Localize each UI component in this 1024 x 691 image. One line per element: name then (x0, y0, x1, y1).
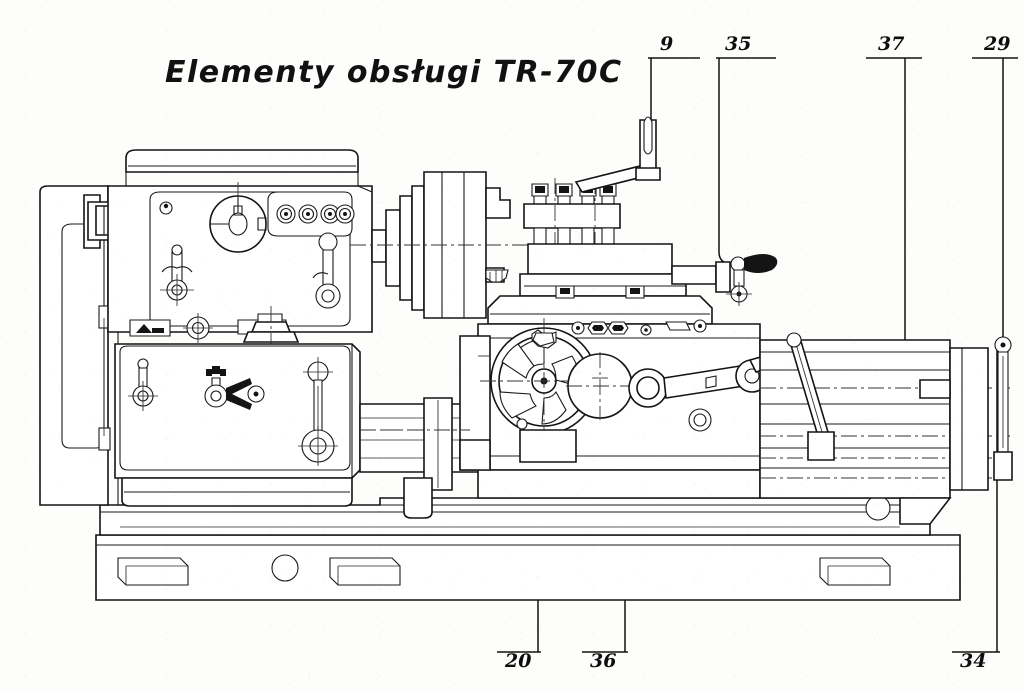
apron-handwheel (480, 318, 608, 463)
knob-3 (320, 204, 340, 224)
apron-assembly (459, 318, 820, 499)
base-cabinet (95, 534, 961, 601)
four-way-tool-post (523, 116, 661, 260)
tool-post-block (523, 203, 621, 229)
bed-detail-lines (380, 355, 490, 471)
callout-37-label: 37 (878, 33, 904, 55)
knob-4 (335, 204, 355, 224)
apron-dial (566, 352, 634, 420)
apron-screw-hex-1 (587, 321, 609, 335)
tailstock-link-rod (786, 332, 835, 461)
headstock-lever-left (160, 244, 194, 306)
speed-dial (209, 182, 267, 253)
tool-post-lever (574, 116, 661, 193)
callout-35-label: 35 (725, 33, 751, 55)
headstock-lever-right (312, 232, 341, 309)
gearbox-lever-2 (204, 366, 265, 410)
tailstock-end-plate (949, 347, 989, 491)
chuck-jaw-upper (485, 187, 511, 219)
headstock-body (107, 149, 373, 350)
callout-20-label: 20 (504, 650, 531, 672)
page-title: Elementy obsługi TR-70C (165, 55, 622, 90)
bed-hole (865, 495, 891, 521)
callout-35-leader (718, 58, 742, 269)
tailstock-assembly (759, 332, 1013, 525)
knob-2 (298, 204, 318, 224)
cross-slide-handle (671, 254, 778, 306)
knob-cluster (267, 191, 355, 237)
callout-9[interactable]: 9 (648, 33, 700, 130)
stepped-pulley (237, 306, 300, 350)
cabinet-hole (271, 554, 299, 582)
compound-slide-top (527, 243, 673, 275)
compound-rest (487, 243, 778, 325)
callout-34-label: 34 (960, 650, 986, 672)
three-jaw-chuck (350, 171, 530, 319)
callout-34[interactable]: 34 (952, 350, 1000, 672)
callout-29[interactable]: 29 (972, 33, 1018, 340)
feed-gearbox (114, 343, 361, 507)
handle-oval-grip (744, 254, 778, 273)
callout-29-label: 29 (983, 33, 1010, 55)
tailstock-body (759, 339, 951, 499)
headstock-top-cap (125, 149, 359, 173)
callout-36-label: 36 (590, 650, 616, 672)
apron-screw-hex-2 (607, 321, 629, 335)
left-end-housing (39, 185, 121, 506)
spindle-shaft-group (359, 397, 481, 519)
left-rail-clip-bottom (98, 427, 111, 451)
headstock-lower-knob (183, 313, 213, 343)
callout-37[interactable]: 37 (866, 33, 922, 340)
panel-bolt (159, 201, 173, 215)
knob-1 (276, 204, 296, 224)
tailstock-vertical-rod (993, 336, 1013, 481)
callout-9-label: 9 (660, 33, 673, 55)
gearbox-lever-3 (298, 357, 338, 466)
chuck-body (423, 171, 487, 319)
gearbox-lever-1 (128, 358, 158, 411)
lever-handle-grip (643, 116, 653, 155)
saddle-bolts (555, 285, 645, 299)
apron-top-screws (571, 319, 707, 336)
callout-35[interactable]: 35 (716, 33, 776, 269)
callout-group-top: 9 35 37 29 (648, 33, 1018, 340)
apron-star-knob (531, 329, 557, 349)
nameplate-badge (129, 319, 171, 337)
